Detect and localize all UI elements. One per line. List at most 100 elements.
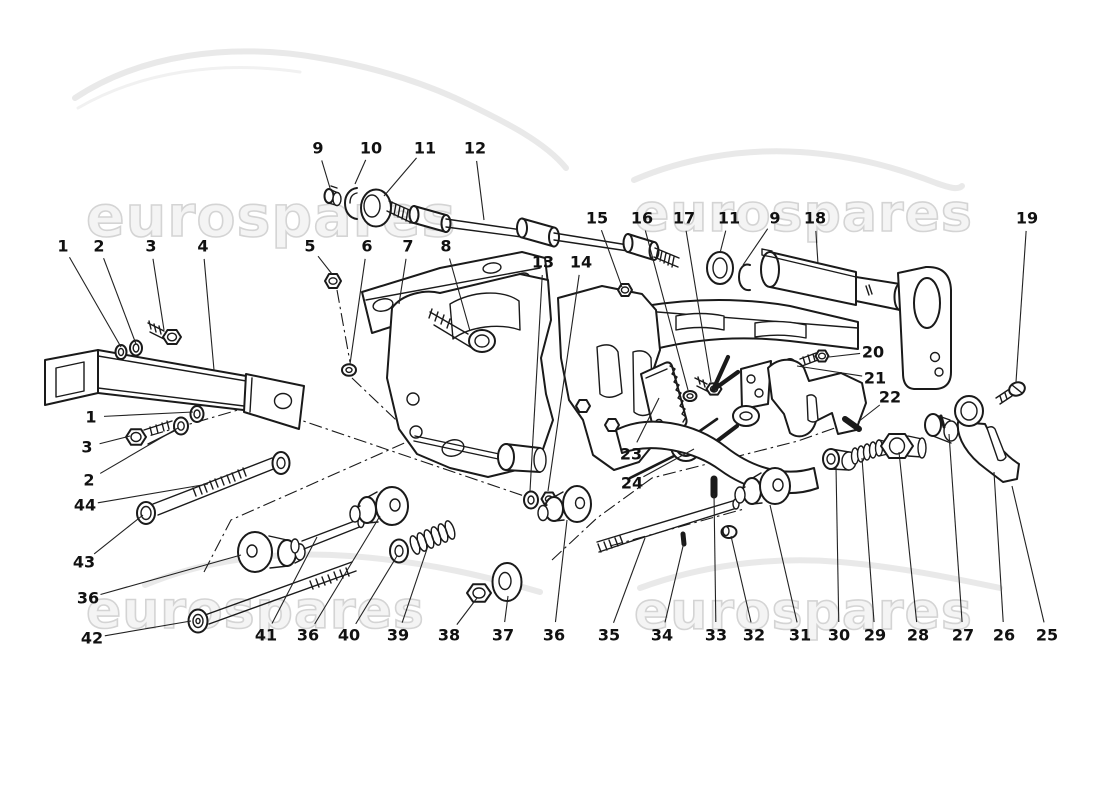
leader-line-36 — [314, 515, 381, 625]
part-number-22: 22 — [879, 388, 901, 407]
part-number-28: 28 — [907, 626, 929, 645]
c-ring-10 — [344, 187, 358, 220]
part-number-30: 30 — [828, 626, 850, 645]
leader-line-28 — [898, 451, 918, 623]
leader-line-12 — [476, 160, 485, 221]
part-number-13: 13 — [532, 253, 554, 272]
leader-line-16 — [644, 230, 689, 391]
part-number-36: 36 — [77, 589, 99, 608]
part-number-26: 26 — [993, 626, 1015, 645]
leader-line-2 — [103, 257, 137, 345]
part-number-21: 21 — [864, 369, 886, 388]
part-number-6: 6 — [361, 237, 372, 256]
leader-line-3 — [99, 435, 131, 445]
leader-line-35 — [613, 537, 646, 624]
watermark-text-bottom-right: eurospares — [634, 582, 973, 642]
bolt-3-top — [147, 320, 167, 341]
lower-left-hardware — [125, 405, 791, 634]
nut-5-bore — [328, 277, 338, 285]
bar-assembly-4 — [44, 349, 305, 430]
lever-26 — [954, 381, 1026, 483]
leader-line-1 — [103, 411, 194, 417]
leader-line-6 — [349, 258, 366, 365]
leader-line-17 — [685, 230, 712, 383]
watermark-text-bottom-left: eurospares — [86, 581, 425, 641]
splined-tip — [653, 247, 680, 268]
leader-line-2 — [99, 427, 179, 474]
leader-line-23 — [636, 397, 660, 443]
leader-line-20 — [828, 352, 861, 358]
hook-plate — [767, 358, 867, 438]
leader-line-22 — [857, 404, 881, 423]
part-number-8: 8 — [440, 237, 451, 256]
part-number-10: 10 — [360, 139, 382, 158]
leader-line-33 — [713, 492, 717, 623]
leader-line-13 — [529, 274, 543, 492]
part-number-5: 5 — [304, 237, 315, 256]
part-number-32: 32 — [743, 626, 765, 645]
leader-line-30 — [835, 465, 840, 623]
part-number-37: 37 — [492, 626, 514, 645]
leader-line-25 — [1011, 485, 1045, 623]
part-number-34: 34 — [651, 626, 673, 645]
part-number-16: 16 — [631, 209, 653, 228]
leader-line-21 — [796, 365, 863, 377]
leader-line-43 — [93, 514, 144, 555]
part-number-11: 11 — [414, 139, 436, 158]
leader-line-31 — [769, 504, 798, 623]
washer-6-bore — [345, 366, 353, 374]
part-number-33: 33 — [705, 626, 727, 645]
spring-39 — [409, 520, 456, 555]
part-number-39: 39 — [387, 626, 409, 645]
part-number-1: 1 — [57, 237, 68, 256]
bolt-8 — [428, 308, 496, 353]
pedal-cross-rod — [413, 435, 505, 461]
leader-line-40 — [355, 555, 398, 625]
part-number-11: 11 — [718, 209, 740, 228]
part-number-2: 2 — [93, 237, 104, 256]
part-number-24: 24 — [621, 474, 643, 493]
leader-line-14 — [547, 274, 580, 492]
part-number-7: 7 — [402, 237, 413, 256]
leader-line-11 — [719, 230, 727, 254]
part-number-4: 4 — [197, 237, 208, 256]
part-number-42: 42 — [81, 629, 103, 648]
part-number-43: 43 — [73, 553, 95, 572]
leader-line-3 — [152, 258, 165, 331]
splined-shaft — [386, 200, 415, 224]
leader-line-4 — [203, 258, 215, 371]
part-number-18: 18 — [804, 209, 826, 228]
part-number-2: 2 — [83, 471, 94, 490]
part-number-1: 1 — [85, 408, 96, 427]
watermark-swoosh-bottom-right — [637, 557, 1003, 591]
watermark-text-top-right: eurospares — [634, 184, 973, 244]
roller-36-right — [537, 485, 592, 523]
pedal-wire-lever — [697, 354, 772, 457]
washer-16-bore — [686, 393, 694, 399]
snap-ring-9-right — [738, 263, 751, 292]
part-number-3: 3 — [145, 237, 156, 256]
knob-32 — [720, 525, 738, 539]
leader-line-18 — [815, 230, 819, 265]
leader-line-29 — [861, 457, 875, 623]
leader-line-5 — [317, 255, 333, 275]
lever-plate — [740, 360, 772, 410]
leader-line-26 — [993, 471, 1004, 623]
part-number-31: 31 — [789, 626, 811, 645]
part-number-44: 44 — [74, 496, 96, 515]
part-number-20: 20 — [862, 343, 884, 362]
watermark-text-top-left: eurospares — [86, 184, 456, 250]
part-number-14: 14 — [570, 253, 592, 272]
leader-line-37 — [504, 595, 509, 623]
leader-line-32 — [730, 535, 752, 623]
watermark-swoosh-top-right — [631, 148, 965, 192]
part-number-27: 27 — [952, 626, 974, 645]
watermark-swoosh-top-left — [72, 48, 569, 171]
right-small-parts — [822, 413, 959, 471]
leader-line-10 — [354, 159, 367, 185]
part-number-12: 12 — [464, 139, 486, 158]
part-number-36: 36 — [543, 626, 565, 645]
leader-line-9 — [742, 228, 769, 266]
ribbed-fitting-29 — [850, 439, 892, 465]
leader-line-39 — [401, 545, 429, 623]
